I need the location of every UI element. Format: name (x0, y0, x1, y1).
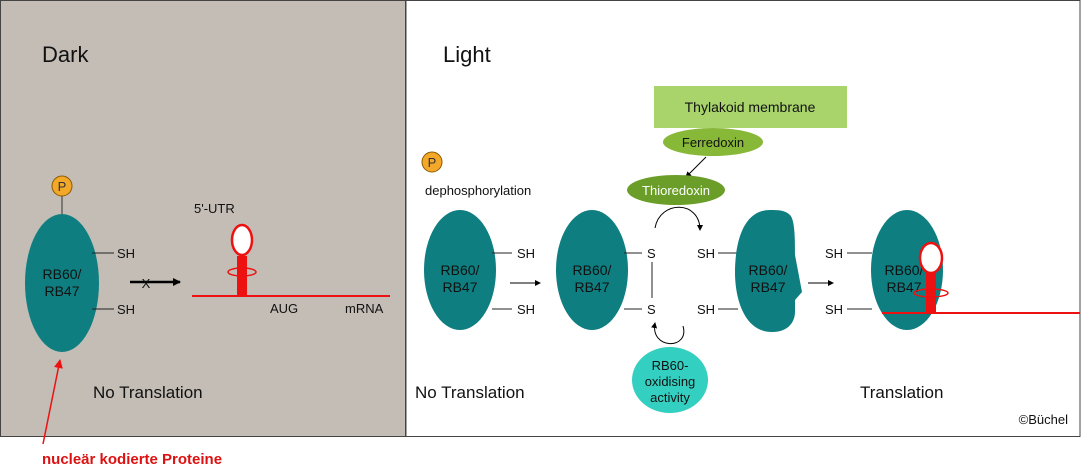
rb60-rb47-protein-dark (25, 214, 99, 352)
thioredoxin-ellipse (627, 175, 725, 205)
caption-nuclear-proteins: nucleär kodierte Proteine (42, 451, 222, 468)
rb60-oxidising-activity-ellipse (632, 347, 708, 413)
mrna-hairpin-dark (192, 223, 390, 297)
light-panel: Light Thylakoid membrane Ferredoxin Thio… (405, 0, 1081, 437)
p1-sh-top-label: SH (517, 246, 535, 261)
thioredoxin-label: Thioredoxin (642, 183, 710, 198)
oxidising-label-line3: activity (650, 390, 690, 405)
mrna-hairpin-bound (882, 241, 1080, 314)
rb60-rb47-protein-1 (424, 210, 496, 330)
protein3-label-line2: RB47 (750, 279, 785, 295)
p3-sh-bottom-label: SH (697, 302, 715, 317)
oxidising-label-line2: oxidising (645, 374, 696, 389)
utr-label: 5'-UTR (194, 201, 235, 216)
blocked-mark: X (142, 276, 151, 291)
sh-top-label: SH (117, 246, 135, 261)
protein-label-line2: RB47 (44, 283, 79, 299)
dark-panel: Dark P RB60/ RB47 SH SH X 5'-UTR AUG mRN… (0, 0, 406, 445)
rb60-rb47-protein-2 (556, 210, 628, 330)
light-status-right: Translation (860, 383, 943, 402)
protein4-label-line2: RB47 (886, 279, 921, 295)
thylakoid-membrane-box (654, 86, 847, 128)
p1-sh-bottom-label: SH (517, 302, 535, 317)
rb60-rb47-protein-4 (871, 210, 943, 330)
ferredoxin-ellipse (663, 128, 763, 156)
dark-panel-title: Dark (42, 42, 89, 67)
oxidising-label-line1: RB60- (652, 358, 689, 373)
p2-s-top-label: S (647, 246, 656, 261)
p4-sh-top-label: SH (825, 246, 843, 261)
mrna-label: mRNA (345, 301, 384, 316)
p4-sh-bottom-label: SH (825, 302, 843, 317)
protein1-label-line1: RB60/ (441, 262, 480, 278)
light-panel-background (405, 0, 1081, 437)
copyright-credit: ©Büchel (1019, 412, 1068, 427)
light-status-left: No Translation (415, 383, 525, 402)
dephosphorylation-label: dephosphorylation (425, 183, 531, 198)
protein2-label-line1: RB60/ (573, 262, 612, 278)
p3-sh-top-label: SH (697, 246, 715, 261)
oxidation-curved-arrow (651, 322, 685, 345)
protein3-label-line1: RB60/ (749, 262, 788, 278)
protein4-label-line1: RB60/ (885, 262, 924, 278)
rb60-rb47-protein-3 (735, 210, 802, 332)
caption-pointer-arrow (42, 359, 63, 445)
released-phosphate-icon (421, 151, 443, 173)
protein1-label-line2: RB47 (442, 279, 477, 295)
sh-bottom-label: SH (117, 302, 135, 317)
light-panel-title: Light (443, 42, 491, 67)
p2-s-bottom-label: S (647, 302, 656, 317)
released-phosphate-label: P (428, 155, 437, 170)
ferredoxin-label: Ferredoxin (682, 135, 744, 150)
protein2-label-line2: RB47 (574, 279, 609, 295)
phosphate-label: P (58, 179, 67, 194)
ferredoxin-to-thioredoxin-arrow (685, 156, 707, 178)
protein-label-line1: RB60/ (43, 266, 82, 282)
reduction-curved-arrow (654, 206, 703, 231)
thylakoid-membrane-label: Thylakoid membrane (685, 99, 816, 115)
aug-label: AUG (270, 301, 298, 316)
dark-status-text: No Translation (93, 383, 203, 402)
phosphate-icon (51, 175, 73, 197)
